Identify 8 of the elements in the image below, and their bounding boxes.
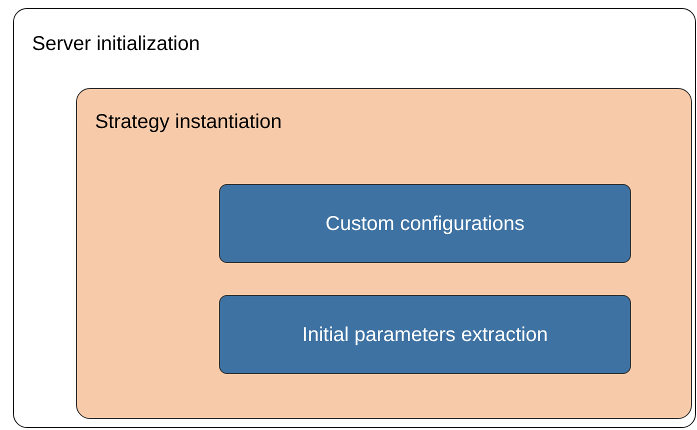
group-title: Strategy instantiation: [95, 110, 282, 135]
group-box: [76, 88, 692, 419]
process-label: Initial parameters extraction: [302, 322, 548, 348]
container-title: Server initialization: [32, 32, 200, 57]
container-box: [13, 8, 696, 428]
process-box: [219, 184, 631, 263]
process-box: [219, 295, 631, 374]
process-label: Custom configurations: [326, 212, 524, 236]
